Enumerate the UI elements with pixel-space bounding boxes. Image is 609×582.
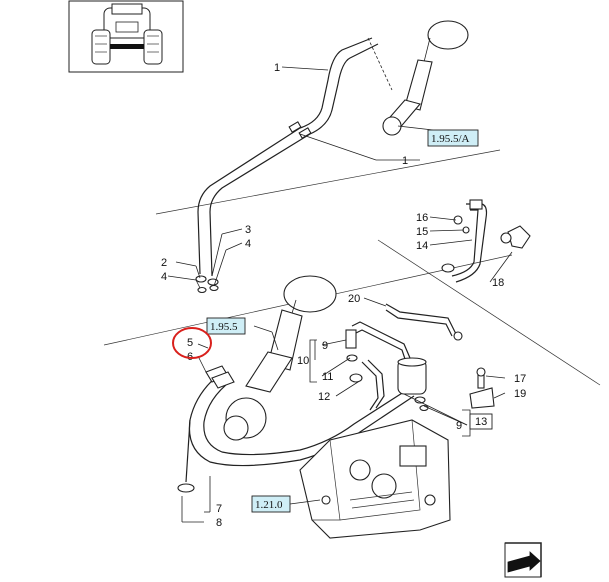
separator-line-upper bbox=[155, 149, 501, 215]
callout-9-left: 9 bbox=[322, 340, 328, 352]
callout-7: 7 bbox=[216, 503, 222, 515]
highlight-circle bbox=[172, 327, 212, 359]
callout-8: 8 bbox=[216, 517, 222, 529]
leader-lines bbox=[167, 66, 513, 523]
callout-12: 12 bbox=[318, 391, 330, 403]
callout-11: 11 bbox=[322, 371, 333, 383]
elbow-fitting-18 bbox=[500, 225, 531, 249]
callout-2: 2 bbox=[161, 257, 167, 269]
svg-text:1.21.0: 1.21.0 bbox=[255, 499, 283, 511]
callout-5: 5 bbox=[187, 337, 193, 349]
reference-link-1-95-5[interactable]: 1.95.5 bbox=[206, 317, 246, 335]
tractor-front-view-icon bbox=[91, 3, 163, 65]
callout-18: 18 bbox=[492, 277, 504, 289]
upper-steering-column bbox=[367, 20, 469, 136]
callout-19: 19 bbox=[514, 388, 526, 400]
callout-3: 3 bbox=[245, 224, 251, 236]
svg-text:1.95.5/A: 1.95.5/A bbox=[431, 133, 470, 145]
transmission-housing bbox=[299, 419, 451, 539]
bracket-19 bbox=[469, 367, 495, 409]
bracket-9-11 bbox=[309, 339, 317, 383]
callout-13-box bbox=[469, 413, 493, 430]
callout-9-right: 9 bbox=[456, 420, 462, 432]
callout-1-lower: 1 bbox=[402, 155, 408, 167]
svg-text:1.95.5: 1.95.5 bbox=[210, 321, 238, 333]
reference-link-1-95-5-a[interactable]: 1.95.5/A bbox=[427, 129, 479, 147]
pipe-fitting-14 bbox=[441, 199, 488, 283]
lower-steering-column bbox=[223, 275, 337, 441]
pipe-assembly-9-12 bbox=[345, 321, 411, 411]
callout-17: 17 bbox=[514, 373, 526, 385]
callout-4-left: 4 bbox=[161, 271, 167, 283]
callout-20: 20 bbox=[348, 293, 360, 305]
callout-16: 16 bbox=[416, 212, 428, 224]
inline-filter bbox=[397, 357, 429, 412]
separator-line-right bbox=[377, 239, 601, 386]
tractor-thumbnail bbox=[68, 0, 184, 73]
callout-1-upper: 1 bbox=[274, 62, 280, 74]
next-page-arrow-icon[interactable] bbox=[504, 542, 542, 578]
pipe-20 bbox=[385, 303, 463, 341]
callout-10: 10 bbox=[297, 355, 309, 367]
upper-hose-pair bbox=[195, 37, 379, 294]
callout-4-right: 4 bbox=[245, 238, 251, 250]
reference-link-1-21-0[interactable]: 1.21.0 bbox=[251, 495, 291, 513]
callout-13: 13 bbox=[475, 416, 487, 428]
callout-15: 15 bbox=[416, 226, 428, 238]
callout-14: 14 bbox=[416, 240, 428, 252]
